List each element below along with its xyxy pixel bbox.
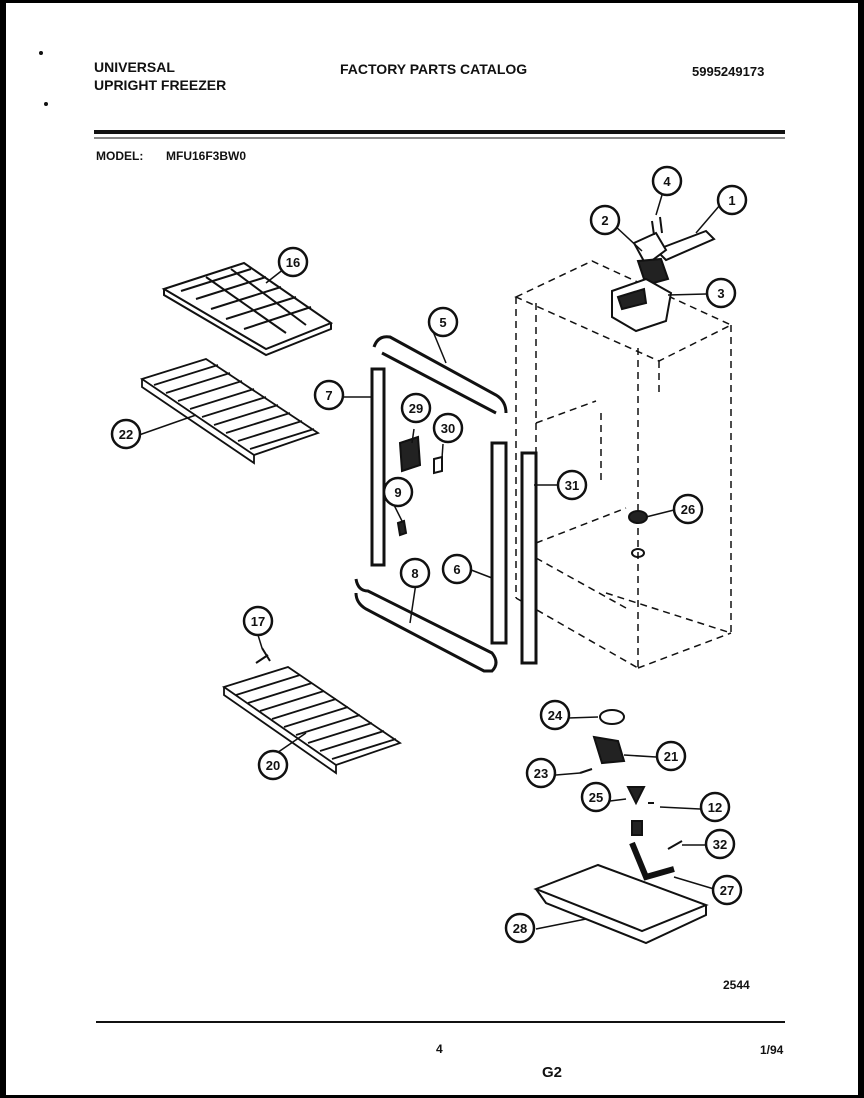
callout-17: 17 [251,614,265,629]
cabinet-outline [514,260,733,669]
parts-sheet: UNIVERSAL UPRIGHT FREEZER FACTORY PARTS … [6,3,858,1095]
brand-line-2: UPRIGHT FREEZER [94,77,227,93]
page-number: 4 [436,1042,443,1056]
callout-26: 26 [681,502,695,517]
callout-28: 28 [513,921,527,936]
callout-5: 5 [439,315,446,330]
callout-7: 7 [325,388,332,403]
part-22-wire-shelf [139,358,321,465]
callout-20: 20 [266,758,280,773]
catalog-title: FACTORY PARTS CATALOG [340,61,528,77]
callout-27: 27 [720,883,734,898]
callout-29: 29 [409,401,423,416]
brand-line-1: UNIVERSAL [94,59,175,75]
model-label: MODEL: [96,149,144,163]
callout-16: 16 [286,255,300,270]
callout-6: 6 [453,562,460,577]
callout-circles [110,165,748,944]
callout-22: 22 [119,427,133,442]
bottom-hinge-parts [533,709,709,945]
drawing-number: 2544 [723,978,750,992]
callout-9: 9 [394,485,401,500]
callout-30: 30 [441,421,455,436]
part-16-shelf-cover [161,261,334,357]
part-20-wire-shelf [221,666,402,775]
callout-8: 8 [411,566,418,581]
callout-32: 32 [713,837,727,852]
model-value: MFU16F3BW0 [166,149,247,163]
footer-date: 1/94 [760,1043,784,1057]
exploded-parts-diagram: 1234567891216172021222324252627282930313… [39,51,785,1023]
callout-24: 24 [548,708,563,723]
callout-1: 1 [728,193,735,208]
callout-3: 3 [717,286,724,301]
callout-labels: 1234567891216172021222324252627282930313… [119,174,736,936]
callout-25: 25 [589,790,603,805]
section-code: G2 [542,1064,563,1081]
callout-2: 2 [601,213,608,228]
catalog-number: 5995249173 [692,64,765,79]
margin-dot [44,102,48,106]
margin-dot [39,51,43,55]
callout-21: 21 [664,749,678,764]
callout-31: 31 [565,478,579,493]
top-hinge-assembly [611,216,716,333]
callout-23: 23 [534,766,548,781]
door-gasket-parts [354,335,538,673]
callout-12: 12 [708,800,722,815]
part-17-screw [255,647,271,664]
callout-4: 4 [663,174,671,189]
